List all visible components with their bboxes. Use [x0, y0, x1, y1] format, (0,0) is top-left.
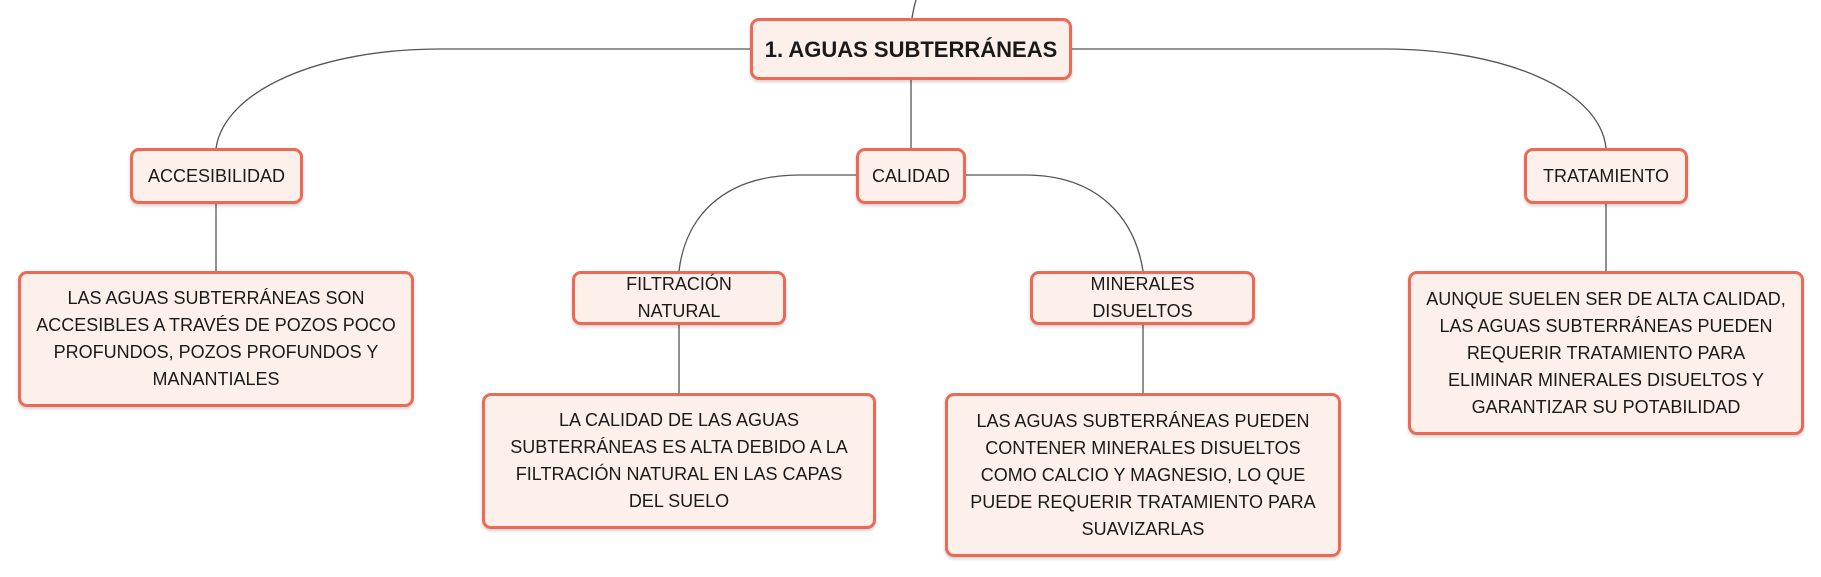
- detail-accesibilidad[interactable]: LAS AGUAS SUBTERRÁNEAS SON ACCESIBLES A …: [18, 271, 414, 407]
- connector-calidad-minerales: [966, 174, 1144, 272]
- connector-root-tratamiento: [1072, 48, 1607, 149]
- topic-calidad[interactable]: CALIDAD: [856, 148, 966, 204]
- connector-root-accesibilidad: [215, 48, 753, 149]
- connector-parent-root: [911, 0, 917, 19]
- topic-accesibilidad[interactable]: ACCESIBILIDAD: [130, 148, 303, 204]
- root-topic[interactable]: 1. AGUAS SUBTERRÁNEAS: [750, 18, 1072, 80]
- topic-tratamiento[interactable]: TRATAMIENTO: [1524, 148, 1688, 204]
- detail-minerales-disueltos[interactable]: LAS AGUAS SUBTERRÁNEAS PUEDEN CONTENER M…: [945, 393, 1341, 557]
- detail-tratamiento[interactable]: AUNQUE SUELEN SER DE ALTA CALIDAD, LAS A…: [1408, 271, 1804, 435]
- topic-filtracion-natural[interactable]: FILTRACIÓN NATURAL: [572, 271, 786, 325]
- connector-calidad-filtracion: [678, 174, 856, 272]
- topic-minerales-disueltos[interactable]: MINERALES DISUELTOS: [1030, 271, 1255, 325]
- detail-filtracion-natural[interactable]: LA CALIDAD DE LAS AGUAS SUBTERRÁNEAS ES …: [482, 393, 876, 529]
